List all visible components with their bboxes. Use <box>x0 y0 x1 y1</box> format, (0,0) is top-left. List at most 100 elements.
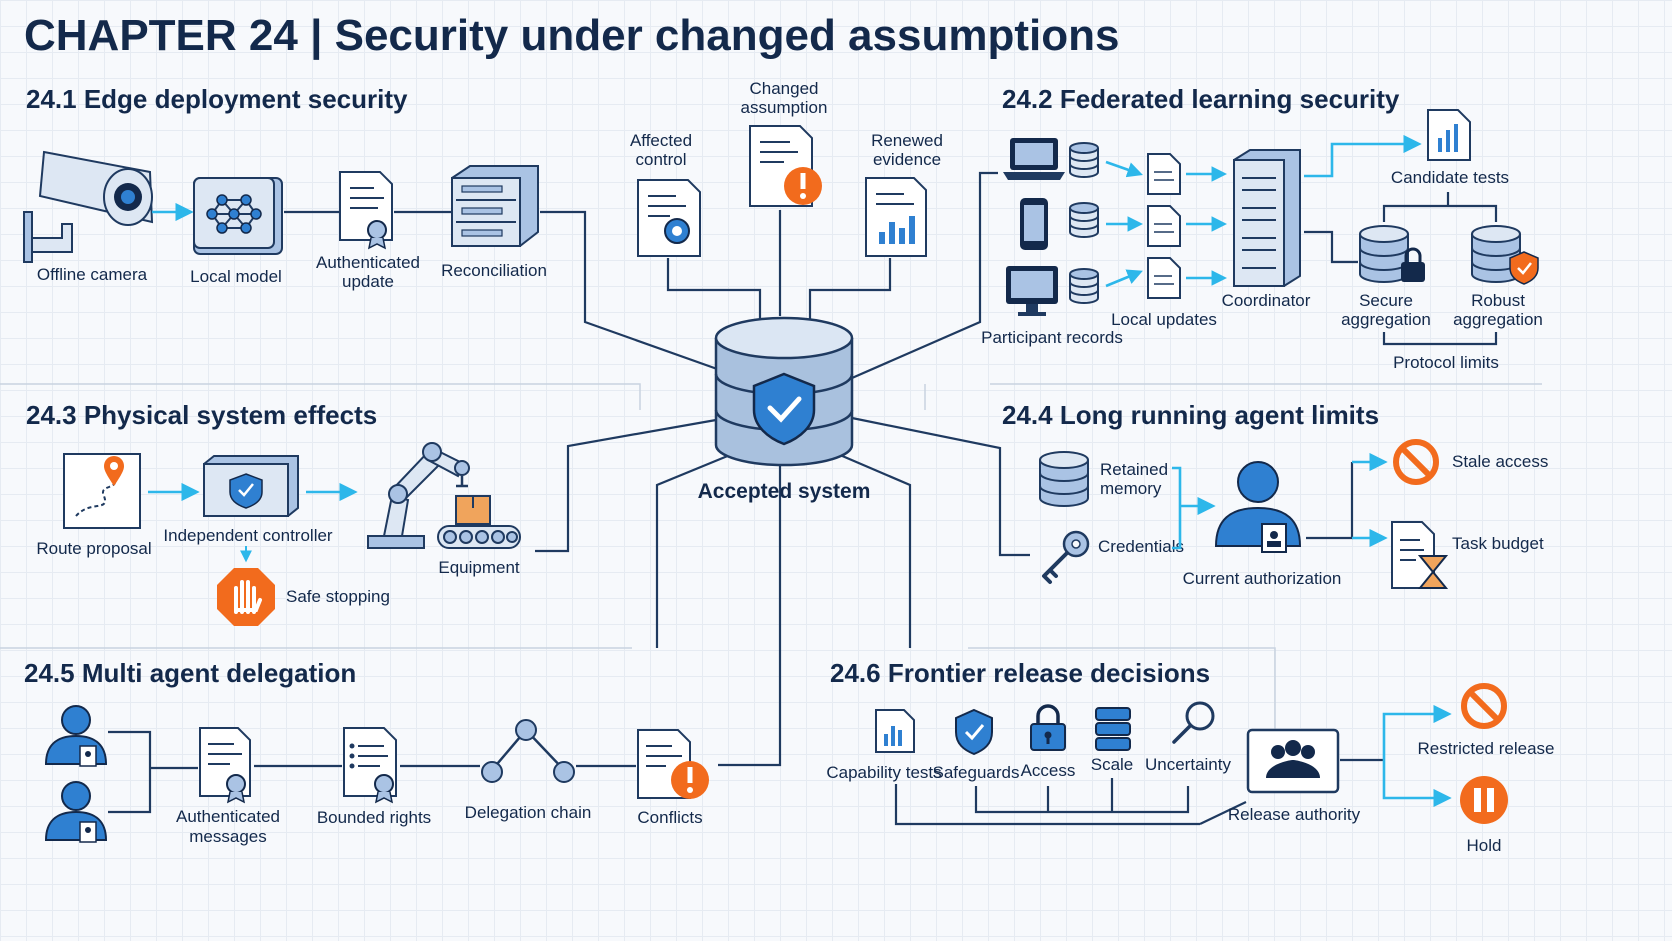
reconciliation-label: Reconciliation <box>441 261 547 280</box>
camera-icon <box>23 150 154 263</box>
robust-aggregation-label-2: aggregation <box>1453 310 1543 329</box>
bounded-rights-doc <box>343 727 397 804</box>
shield-icon <box>1509 251 1539 285</box>
credentials-label: Credentials <box>1098 537 1184 556</box>
authenticated-update-doc <box>339 171 393 250</box>
participant-records-label: Participant records <box>981 328 1123 347</box>
capability-tests-label: Capability tests <box>826 763 941 782</box>
robust-aggregation-label-1: Robust <box>1471 291 1525 310</box>
section-24-4-heading: 24.4 Long running agent limits <box>1002 400 1379 430</box>
offline-camera-label: Offline camera <box>37 265 148 284</box>
task-budget-label: Task budget <box>1452 534 1544 553</box>
robust-aggregation-db <box>1471 225 1539 285</box>
renewed-evidence-label-2: evidence <box>873 150 941 169</box>
id-badge-icon <box>1261 523 1287 553</box>
center-connectors <box>535 171 1030 767</box>
scale-server-icon <box>1095 707 1131 751</box>
accepted-system-database <box>714 316 854 467</box>
coordinator-server-icon <box>1233 149 1301 287</box>
bar-chart-icon <box>879 216 915 244</box>
seal-icon <box>367 220 387 250</box>
release-authority-icon <box>1246 728 1340 794</box>
section-24-1-heading: 24.1 Edge deployment security <box>26 84 408 114</box>
renewed-evidence-label-1: Renewed <box>871 131 943 150</box>
changed-assumption-doc <box>749 125 822 207</box>
accepted-system-label: Accepted system <box>698 480 871 503</box>
conflicts-label: Conflicts <box>637 808 702 827</box>
stale-access-label: Stale access <box>1452 452 1548 471</box>
warning-icon <box>671 761 709 799</box>
protocol-limits-label: Protocol limits <box>1393 353 1499 372</box>
route-map-icon <box>63 453 141 529</box>
authenticated-update-label-1: Authenticated <box>316 253 420 272</box>
conflicts-doc <box>637 729 709 799</box>
candidate-tests-label: Candidate tests <box>1391 168 1509 187</box>
affected-control-label-1: Affected <box>630 131 692 150</box>
key-icon <box>1042 530 1090 584</box>
secure-aggregation-db <box>1359 225 1425 283</box>
section-24-2-heading: 24.2 Federated learning security <box>1002 84 1400 114</box>
local-updates-label: Local updates <box>1111 310 1217 329</box>
gear-icon <box>664 218 690 244</box>
map-pin-icon <box>104 456 124 486</box>
database-icon <box>1069 142 1099 304</box>
access-label: Access <box>1021 761 1076 780</box>
coordinator-label: Coordinator <box>1222 291 1311 310</box>
no-entry-icon <box>1461 683 1507 729</box>
pause-icon <box>1460 776 1508 824</box>
local-model-label: Local model <box>190 267 282 286</box>
magnifier-icon <box>1172 701 1215 744</box>
authenticated-messages-label-1: Authenticated <box>176 807 280 826</box>
phone-icon <box>1020 198 1048 250</box>
release-authority-label: Release authority <box>1228 805 1361 824</box>
secure-aggregation-label-2: aggregation <box>1341 310 1431 329</box>
laptop-icon <box>1003 138 1065 180</box>
monitor-icon <box>1006 266 1058 316</box>
authenticated-messages-doc <box>199 727 251 804</box>
task-budget-doc <box>1391 521 1449 589</box>
section-dividers <box>0 383 1542 760</box>
hold-label: Hold <box>1467 836 1502 855</box>
affected-control-label-2: control <box>635 150 686 169</box>
agent-avatar-icon <box>1214 461 1302 553</box>
agent-avatar-icon <box>44 705 108 767</box>
safeguards-shield-icon <box>955 708 993 756</box>
shield-check-icon <box>752 372 816 446</box>
section-24-3-heading: 24.3 Physical system effects <box>26 400 377 430</box>
local-update-docs <box>1147 153 1181 299</box>
local-model-icon <box>193 177 283 255</box>
scale-label: Scale <box>1091 755 1134 774</box>
robot-arm-icon <box>367 442 470 549</box>
server-icon <box>451 165 539 247</box>
independent-controller-icon <box>203 455 299 517</box>
no-entry-icon <box>1393 439 1439 485</box>
capability-tests-doc <box>875 709 915 753</box>
route-proposal-label: Route proposal <box>36 539 151 558</box>
secure-aggregation-label-1: Secure <box>1359 291 1413 310</box>
lock-icon <box>1030 704 1066 751</box>
affected-control-doc <box>637 179 701 257</box>
safeguards-label: Safeguards <box>933 763 1020 782</box>
safe-stopping-label: Safe stopping <box>286 587 390 606</box>
retained-memory-db <box>1039 451 1089 507</box>
authenticated-update-label-2: update <box>342 272 394 291</box>
equipment-label: Equipment <box>438 558 520 577</box>
restricted-release-label: Restricted release <box>1417 739 1554 758</box>
section-24-6-heading: 24.6 Frontier release decisions <box>830 658 1210 688</box>
changed-assumption-label-2: assumption <box>741 98 828 117</box>
agent-avatar-icon <box>44 781 108 843</box>
warning-icon <box>784 167 822 205</box>
bounded-rights-label: Bounded rights <box>317 808 431 827</box>
renewed-evidence-doc <box>865 177 927 257</box>
delegation-chain-icon <box>481 719 575 783</box>
retained-memory-label-2: memory <box>1100 479 1162 498</box>
stop-hand-icon <box>217 568 275 626</box>
chapter-title: CHAPTER 24 | Security under changed assu… <box>24 11 1119 61</box>
hourglass-icon <box>1417 555 1449 589</box>
changed-assumption-label-1: Changed <box>749 79 818 98</box>
independent-controller-label: Independent controller <box>163 526 333 545</box>
section-24-5-heading: 24.5 Multi agent delegation <box>24 658 356 688</box>
delegation-chain-label: Delegation chain <box>465 803 592 822</box>
retained-memory-label-1: Retained <box>1100 460 1168 479</box>
